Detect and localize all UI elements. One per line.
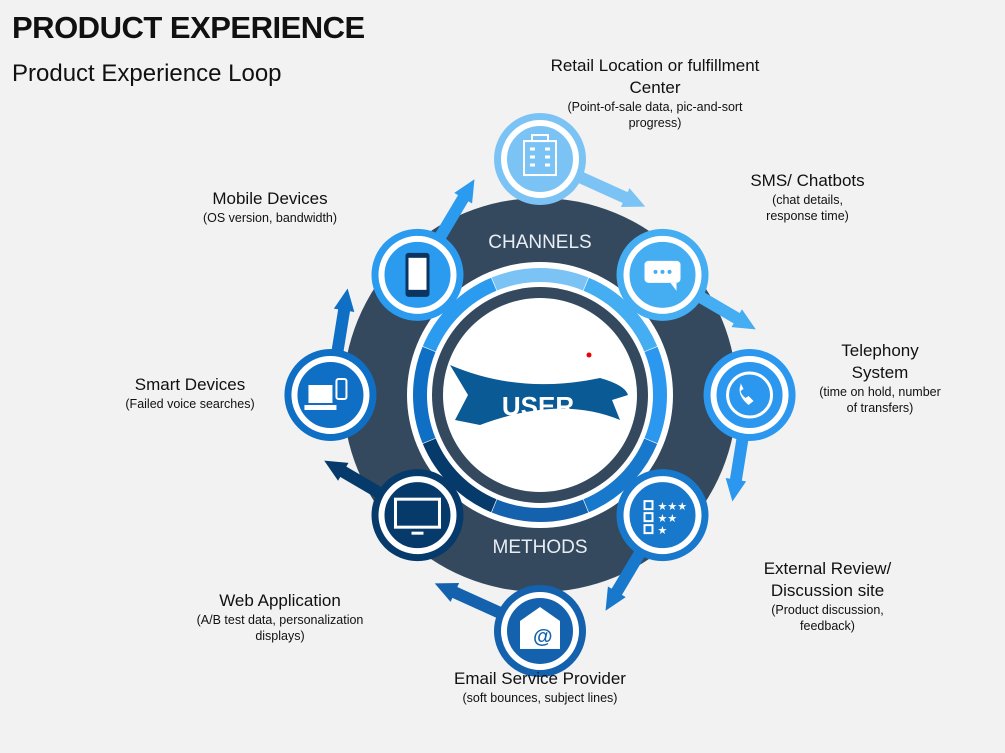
ring-segment-smart [413, 346, 436, 444]
node-telephony [703, 349, 796, 502]
node-circle [616, 469, 709, 562]
methods-label: METHODS [493, 537, 588, 558]
label-review: External Review/ Discussion site(Product… [763, 559, 892, 633]
arrow-head [605, 586, 626, 611]
node-ring [291, 356, 370, 434]
ring-segment-web [422, 438, 497, 513]
page-subtitle: Product Experience Loop [12, 60, 282, 87]
building-icon [523, 134, 557, 177]
node-web [324, 460, 464, 562]
arrow-head [731, 309, 756, 330]
ring-segment-retail [491, 268, 589, 291]
label-retail: Retail Location or fulfillment Center(Po… [550, 56, 760, 130]
svg-text:★★★: ★★★ [658, 501, 688, 513]
label-email: Email Service Provider(soft bounces, sub… [454, 669, 626, 705]
label-mobile: Mobile Devices(OS version, bandwidth) [202, 189, 338, 225]
node-smart [284, 288, 377, 441]
svg-text:★: ★ [658, 525, 668, 537]
node-circle [703, 349, 796, 441]
label-sms: SMS/ Chatbots(chat details, response tim… [750, 171, 865, 223]
mobile-icon [405, 252, 430, 297]
node-review: ★★★★★★ [605, 469, 709, 611]
node-ring [623, 476, 702, 555]
arrow-head [725, 478, 747, 502]
arrow-head [454, 179, 475, 204]
user-label: USER [502, 391, 574, 421]
page-title: PRODUCT EXPERIENCE [12, 10, 365, 45]
channels-label: CHANNELS [488, 232, 591, 253]
chat-icon [644, 260, 681, 291]
ring-segment-email [491, 499, 589, 522]
arrow-head [324, 460, 349, 481]
phone-icon [726, 371, 774, 419]
node-ring [623, 235, 702, 314]
node-ring [710, 356, 789, 434]
ring-segment-review [583, 438, 658, 513]
ring-segment-telephony [644, 346, 667, 444]
ring-segment-mobile [422, 277, 497, 352]
ring-segment-sms [583, 277, 658, 352]
node-circle [494, 113, 586, 206]
monitor-icon [393, 497, 441, 535]
arrow-head [434, 582, 460, 602]
rating-icon: ★★★★★★ [643, 500, 688, 537]
label-telephony: Telephony System(time on hold, number of… [819, 341, 941, 415]
node-mobile [371, 179, 475, 321]
label-web: Web Application(A/B test data, personali… [196, 591, 364, 643]
arrow-head [333, 288, 355, 312]
node-ring [501, 591, 579, 670]
svg-text:@: @ [533, 626, 553, 648]
email-icon: @ [520, 606, 560, 649]
user-banner [450, 365, 628, 425]
node-ring [378, 476, 457, 555]
node-email: @ [434, 582, 586, 677]
node-circle [371, 469, 464, 562]
node-sms [616, 228, 756, 330]
cursor-dot [586, 352, 592, 358]
node-ring [378, 235, 457, 314]
arrow-head [620, 188, 646, 208]
node-ring [501, 120, 579, 199]
label-smart: Smart Devices(Failed voice searches) [125, 375, 255, 411]
devices-icon [304, 378, 348, 410]
svg-text:★★: ★★ [658, 513, 678, 525]
node-retail [494, 113, 646, 208]
